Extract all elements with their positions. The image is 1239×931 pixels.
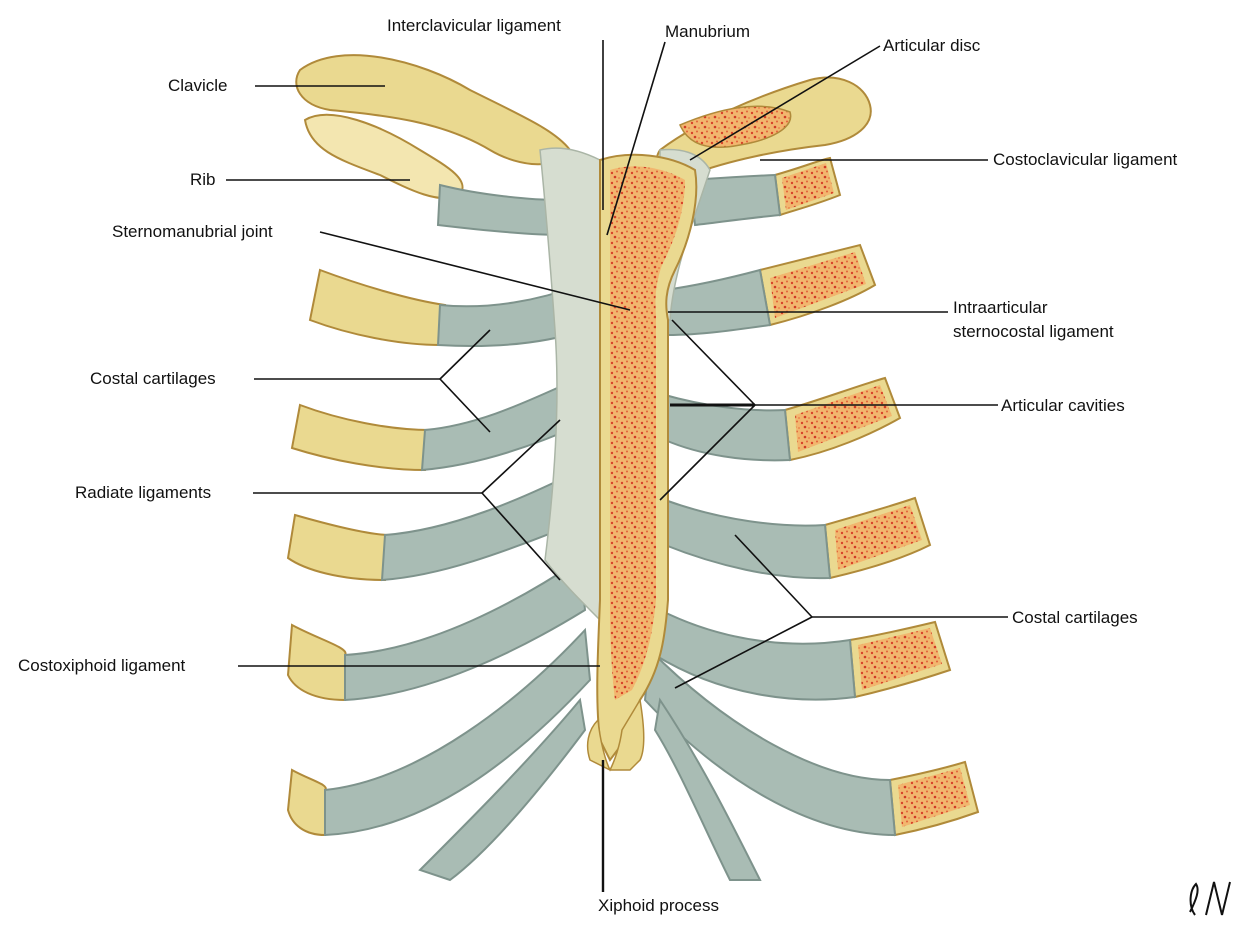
label-costoclavicular-ligament: Costoclavicular ligament: [993, 150, 1177, 170]
label-clavicle: Clavicle: [168, 76, 228, 96]
right-ribs: [760, 158, 978, 835]
label-intraarticular-line2: sternocostal ligament: [953, 322, 1114, 342]
label-interclavicular-ligament: Interclavicular ligament: [387, 16, 561, 36]
label-articular-disc: Articular disc: [883, 36, 980, 56]
label-sternomanubrial-joint: Sternomanubrial joint: [112, 222, 273, 242]
artist-signature: [1190, 882, 1230, 915]
label-articular-cavities: Articular cavities: [1001, 396, 1125, 416]
label-costal-cartilages-left: Costal cartilages: [90, 369, 216, 389]
label-radiate-ligaments: Radiate ligaments: [75, 483, 211, 503]
label-costoxiphoid-ligament: Costoxiphoid ligament: [18, 656, 185, 676]
label-manubrium: Manubrium: [665, 22, 750, 42]
label-intraarticular-line1: Intraarticular: [953, 298, 1047, 318]
left-clavicle: [296, 55, 570, 198]
label-xiphoid-process: Xiphoid process: [598, 896, 719, 916]
label-costal-cartilages-right: Costal cartilages: [1012, 608, 1138, 628]
label-rib: Rib: [190, 170, 216, 190]
